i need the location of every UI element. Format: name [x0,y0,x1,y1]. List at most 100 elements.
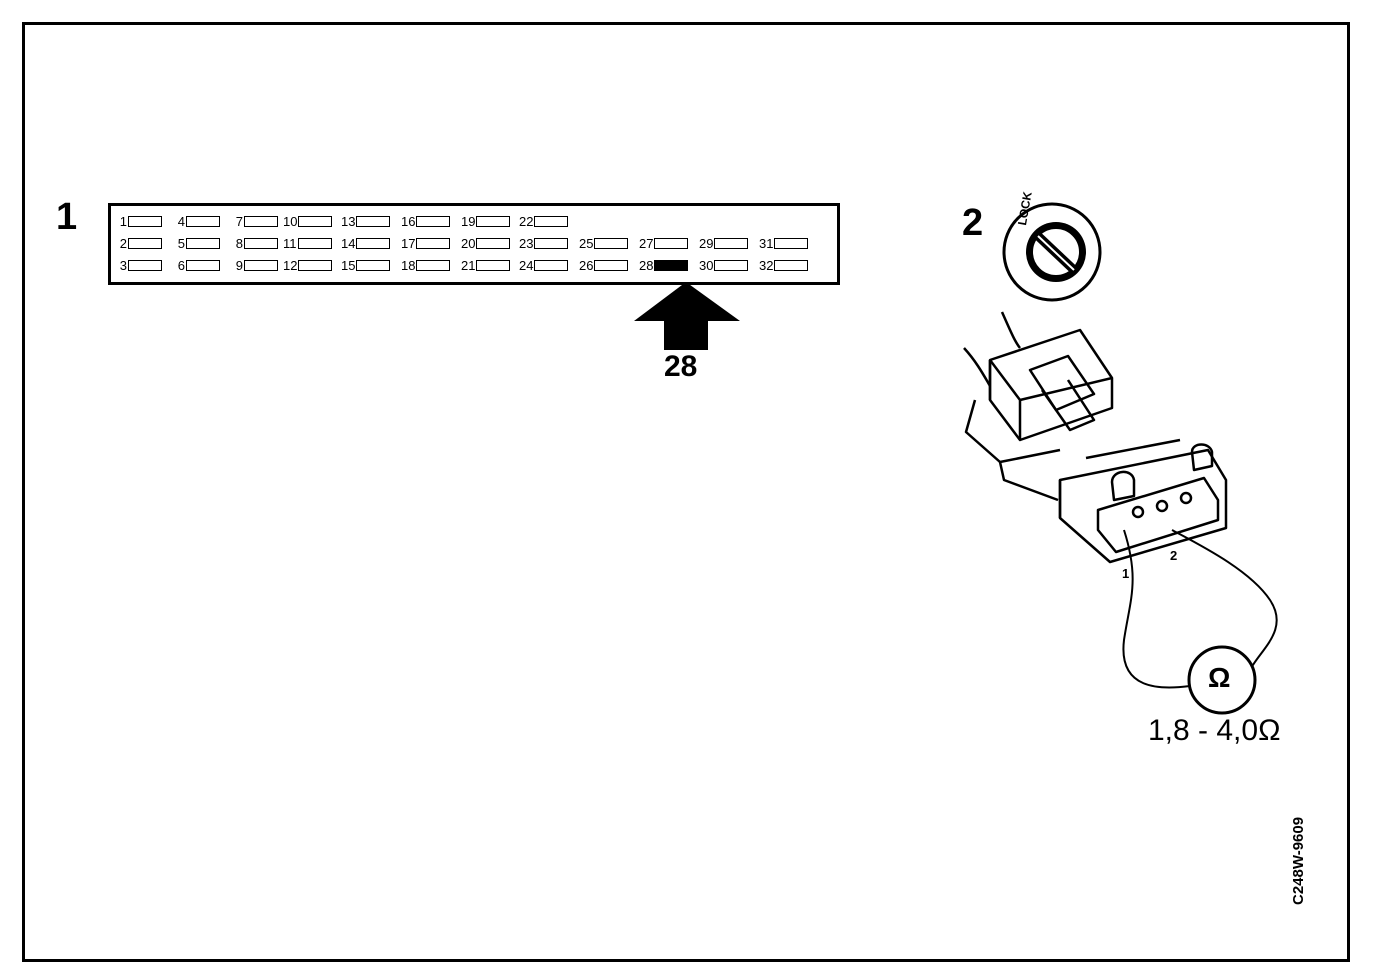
fuse-callout-number: 28 [664,350,698,383]
fuse-box [534,215,569,227]
fuse-number: 32 [759,257,774,273]
fuse-number: 10 [283,213,298,229]
fuse-slot-24: 24 [519,257,569,273]
fuse-box [297,237,332,249]
arrow-up-icon [634,282,740,350]
fuse-number: 16 [401,213,416,229]
diagram-frame [22,22,1350,962]
fuse-slot-8: 8 [231,236,278,250]
fuse-number: 12 [283,257,298,273]
fuse-box [416,259,451,271]
fuse-slot-28: 28 [639,257,689,273]
fuse-slot-22: 22 [519,213,569,229]
ignition-lock-icon [1002,202,1102,302]
fuse-slot-13: 13 [341,213,391,229]
fuse-slot-15: 15 [341,257,391,273]
fuse-number: 14 [341,235,356,251]
resistance-range-label: 1,8 - 4,0Ω [1148,714,1281,747]
fuse-slot-25: 25 [579,235,629,251]
fuse-number: 26 [579,257,594,273]
fuse-slot-20: 20 [461,235,511,251]
fuse-number: 23 [519,235,534,251]
fuse-slot-19: 19 [461,213,511,229]
fuse-number: 28 [639,257,654,273]
fuse-number: 8 [235,235,243,251]
fuse-slot-4: 4 [173,214,220,228]
fuse-box [244,215,278,227]
fuse-number: 3 [119,257,127,273]
fuse-number: 19 [461,213,476,229]
fuse-box [654,259,689,271]
figure-code: C248W-9609 [1290,816,1307,905]
fuse-slot-21: 21 [461,258,511,272]
fuse-box [356,237,391,249]
fuse-number: 11 [283,235,297,251]
fuse-slot-26: 26 [579,257,629,273]
fuse-number: 29 [699,235,714,251]
fuse-number: 9 [235,257,243,273]
fuse-slot-6: 6 [173,258,220,272]
fuse-number: 1 [119,213,127,229]
fuse-slot-29: 29 [699,235,749,251]
fuse-box [244,237,278,249]
fuse-slot-7: 7 [231,214,278,228]
fuse-number: 22 [519,213,534,229]
pin-1-label: 1 [1122,566,1130,581]
fuse-slot-32: 32 [759,257,809,273]
fuse-box [416,237,451,249]
fuse-box [774,259,809,271]
fuse-slot-5: 5 [173,236,220,250]
fuse-box [714,237,749,249]
step-number-2: 2 [962,202,984,244]
fuse-slot-17: 17 [401,236,451,250]
fuse-number: 20 [461,235,476,251]
fuse-box [594,237,629,249]
fuse-number: 31 [759,235,774,251]
fuse-number: 13 [341,213,356,229]
fuse-box [128,237,162,249]
fuse-box [416,215,451,227]
fuse-box [298,259,333,271]
fuse-box [476,259,511,271]
meter-lead-1 [1122,529,1191,689]
fuse-box [774,237,809,249]
fuse-slot-1: 1 [115,214,162,228]
fuse-number: 27 [639,235,654,251]
step-number-1: 1 [56,196,78,238]
fuse-slot-30: 30 [699,257,749,273]
fuse-slot-2: 2 [115,236,162,250]
fuse-box [186,259,220,271]
fuse-box [356,259,391,271]
fuse-slot-12: 12 [283,257,333,273]
pin-2-label: 2 [1170,548,1178,563]
fuse-box [534,237,569,249]
fuse-slot-3: 3 [115,258,162,272]
fuse-box [244,259,278,271]
fuse-number: 18 [401,257,416,273]
fuse-slot-9: 9 [231,258,278,272]
fuse-number: 5 [177,235,185,251]
fuse-number: 15 [341,257,356,273]
fuse-slot-11: 11 [283,236,332,250]
fuse-box [534,259,569,271]
fuse-slot-23: 23 [519,235,569,251]
ohm-symbol: Ω [1208,662,1231,693]
fuse-box [128,259,162,271]
connector-icon [963,311,1228,564]
fuse-number: 24 [519,257,534,273]
fuse-slot-10: 10 [283,213,333,229]
fuse-box [186,237,220,249]
meter-lead-2 [1171,529,1278,671]
fuse-slot-16: 16 [401,213,451,229]
fuse-slot-27: 27 [639,235,689,251]
fuse-box [714,259,749,271]
fuse-box [128,215,162,227]
fuse-slot-14: 14 [341,235,391,251]
fuse-box [654,237,689,249]
fuse-box [356,215,391,227]
fuse-box [186,215,220,227]
fuse-number: 30 [699,257,714,273]
fuse-number: 25 [579,235,594,251]
fuse-number: 4 [177,213,185,229]
fuse-box [476,215,511,227]
